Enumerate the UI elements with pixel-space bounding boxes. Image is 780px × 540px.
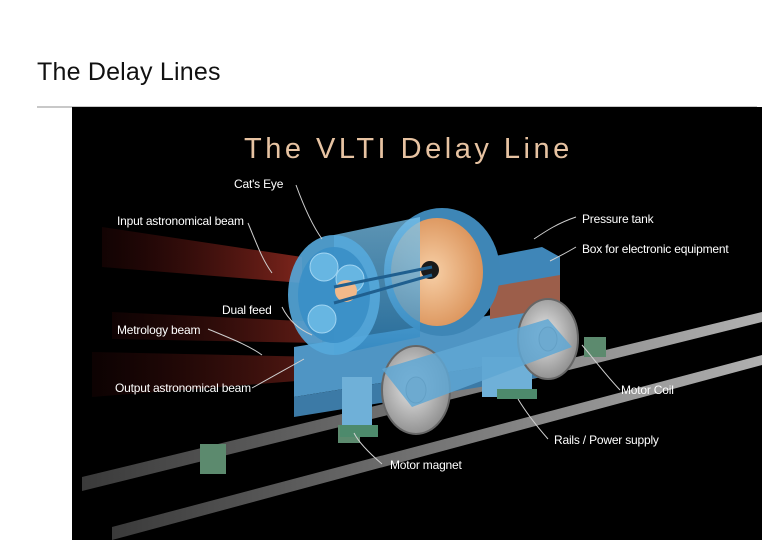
vlti-delay-line-illustration: The VLTI Delay Line Cat's Eye Input astr…	[72, 107, 762, 540]
label-motor-magnet: Motor magnet	[390, 458, 462, 472]
cats-eye-cylinder	[288, 217, 433, 355]
label-dual-feed: Dual feed	[222, 303, 272, 317]
wheels	[381, 298, 579, 435]
label-pressure-tank: Pressure tank	[582, 212, 654, 226]
label-rails-power-supply: Rails / Power supply	[554, 433, 659, 447]
figure-title: The VLTI Delay Line	[244, 133, 573, 165]
callout-leader-lines	[207, 184, 621, 465]
illustration-artwork	[82, 184, 762, 540]
label-input-astronomical-beam: Input astronomical beam	[117, 214, 244, 228]
label-cats-eye: Cat's Eye	[234, 177, 284, 191]
label-motor-coil: Motor Coil	[621, 383, 674, 397]
label-output-astronomical-beam: Output astronomical beam	[115, 381, 251, 395]
label-box-electronic-equipment: Box for electronic equipment	[582, 242, 729, 256]
optical-beams	[92, 227, 322, 397]
label-metrology-beam: Metrology beam	[117, 323, 201, 337]
slide-title: The Delay Lines	[37, 58, 221, 86]
